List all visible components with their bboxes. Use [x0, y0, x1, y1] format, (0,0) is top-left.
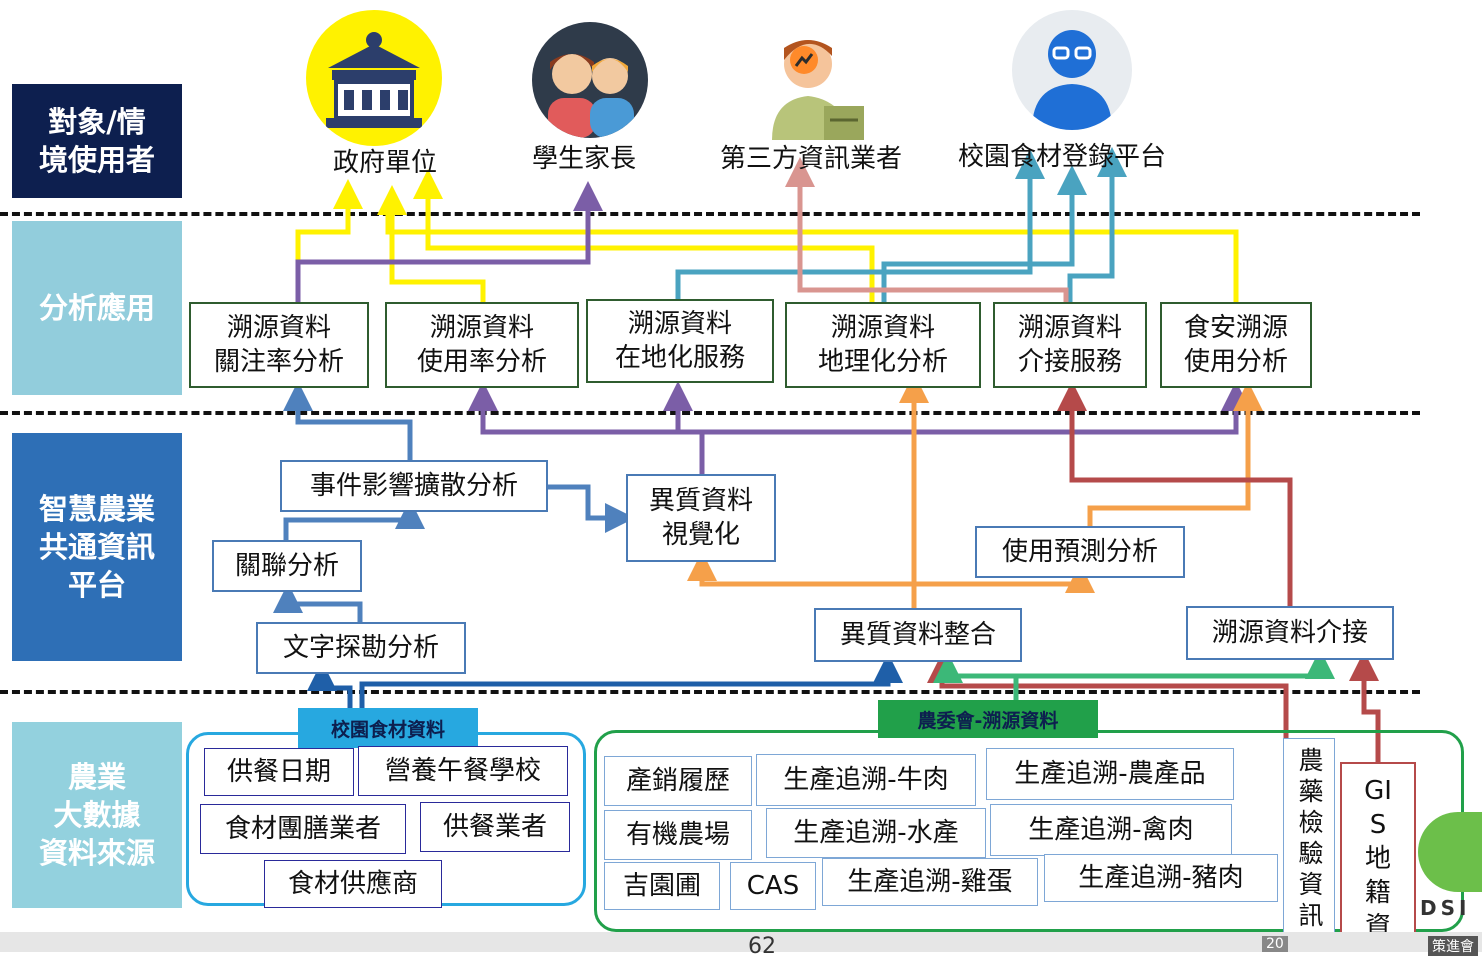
hetero-data-visualization-box: 異質資料 視覺化 — [626, 474, 776, 562]
source-item: 食材供應商 — [264, 860, 442, 908]
usage-prediction-box: 使用預測分析 — [975, 526, 1185, 578]
event-impact-analysis-box: 事件影響擴散分析 — [280, 460, 548, 512]
government-building-icon — [306, 10, 442, 146]
source-item: 生產追溯-農產品 — [986, 748, 1234, 800]
tier-platform-label: 智慧農業 共通資訊 平台 — [12, 433, 182, 661]
gis-cadastral-text: GIS地籍資料 — [1364, 776, 1392, 950]
tier-analysis-label: 分析應用 — [12, 221, 182, 395]
source-item: CAS — [730, 862, 816, 910]
source-item: 吉園圃 — [604, 862, 720, 910]
source-item: 生產追溯-禽肉 — [990, 804, 1232, 856]
coa-data-tag: 農委會-溯源資料 — [878, 700, 1098, 738]
user-parents-label: 學生家長 — [532, 144, 637, 174]
analysis-geo-box: 溯源資料 地理化分析 — [785, 302, 981, 388]
source-item: 食材團膳業者 — [200, 804, 406, 854]
footer-corner-left: 20 — [1262, 936, 1288, 952]
dsi-logo-text: DSI — [1420, 896, 1471, 920]
correlation-analysis-box: 關聯分析 — [212, 540, 362, 592]
source-item: 營養午餐學校 — [358, 746, 568, 796]
pesticide-inspection-box: 農藥檢驗資訊 — [1283, 738, 1335, 952]
footer-bar — [0, 932, 1482, 952]
analysis-localized-box: 溯源資料 在地化服務 — [586, 299, 774, 383]
source-item: 產銷履歷 — [604, 756, 752, 806]
source-item: 生產追溯-雞蛋 — [822, 858, 1038, 906]
analysis-interface-box: 溯源資料 介接服務 — [993, 302, 1147, 388]
source-item: 生產追溯-豬肉 — [1044, 854, 1278, 902]
developer-avatar-icon — [1012, 10, 1132, 130]
hetero-data-integration-box: 異質資料整合 — [814, 608, 1022, 662]
dsi-leaf-logo-icon — [1418, 812, 1482, 892]
analysis-attention-box: 溯源資料 關注率分析 — [189, 302, 369, 388]
user-government-label: 政府單位 — [333, 148, 438, 178]
source-item: 供餐日期 — [204, 748, 354, 796]
source-item: 供餐業者 — [420, 802, 570, 852]
separator-line — [0, 690, 1420, 694]
user-third-party-label: 第三方資訊業者 — [720, 144, 903, 174]
trace-data-interface-box: 溯源資料介接 — [1186, 606, 1394, 660]
source-item: 生產追溯-水產 — [766, 808, 986, 858]
page-number: 62 — [748, 934, 776, 959]
tier-sources-label: 農業 大數據 資料來源 — [12, 722, 182, 908]
third-party-person-icon — [762, 20, 878, 140]
tier-users-label: 對象/情 境使用者 — [12, 84, 182, 198]
analysis-usage-box: 溯源資料 使用率分析 — [385, 302, 579, 388]
separator-line — [0, 212, 1420, 216]
user-campus-platform-label: 校園食材登錄平台 — [958, 142, 1167, 172]
source-item: 生產追溯-牛肉 — [756, 754, 976, 806]
source-item: 有機農場 — [604, 810, 752, 860]
gis-cadastral-box: GIS地籍資料 — [1340, 762, 1416, 952]
text-mining-box: 文字探勘分析 — [256, 622, 466, 674]
analysis-food-safety-box: 食安溯源 使用分析 — [1160, 302, 1312, 388]
separator-line — [0, 411, 1420, 415]
parents-icon — [532, 22, 648, 138]
pesticide-inspection-text: 農藥檢驗資訊 — [1295, 747, 1324, 933]
footer-corner-right: 策進會 — [1428, 936, 1478, 956]
campus-data-tag: 校園食材資料 — [298, 708, 478, 748]
